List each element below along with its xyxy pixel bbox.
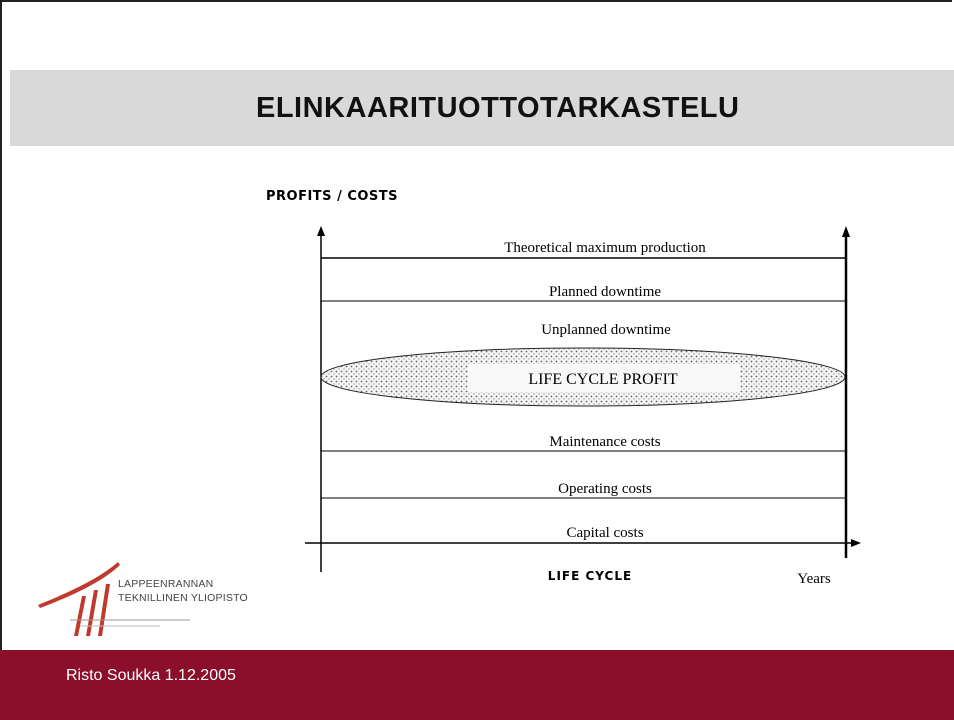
logo-pillar-2: [86, 590, 98, 636]
right-axis-arrow: [842, 226, 850, 237]
footer-text: Risto Soukka 1.12.2005: [66, 667, 236, 684]
maintenance-costs-label: Maintenance costs: [549, 434, 660, 450]
university-logo: [38, 562, 190, 636]
profit-label-background: [468, 364, 740, 392]
slide-title: ELINKAARITUOTTOTARKASTELU: [256, 92, 740, 124]
y-axis-label: PROFITS / COSTS: [266, 189, 399, 204]
left-axis-arrow: [317, 226, 325, 236]
x-axis-label: LIFE CYCLE: [548, 569, 632, 583]
logo-pillar-1: [74, 596, 86, 636]
operating-costs-label: Operating costs: [558, 481, 652, 497]
logo-text-line2: TEKNILLINEN YLIOPISTO: [118, 592, 248, 604]
logo-swoosh: [38, 562, 120, 608]
planned-downtime-label: Planned downtime: [549, 284, 661, 300]
footer-bar: [0, 650, 954, 720]
years-label: Years: [797, 571, 831, 587]
capital-costs-label: Capital costs: [566, 525, 643, 541]
x-axis-arrow: [851, 539, 861, 547]
life-cycle-profit-label: LIFE CYCLE PROFIT: [528, 371, 678, 388]
title-band: [10, 70, 954, 146]
unplanned-downtime-label: Unplanned downtime: [541, 322, 671, 338]
logo-pillar-3: [98, 584, 110, 636]
theoretical-max-label: Theoretical maximum production: [504, 240, 706, 256]
logo-text-line1: LAPPEENRANNAN: [118, 578, 214, 590]
